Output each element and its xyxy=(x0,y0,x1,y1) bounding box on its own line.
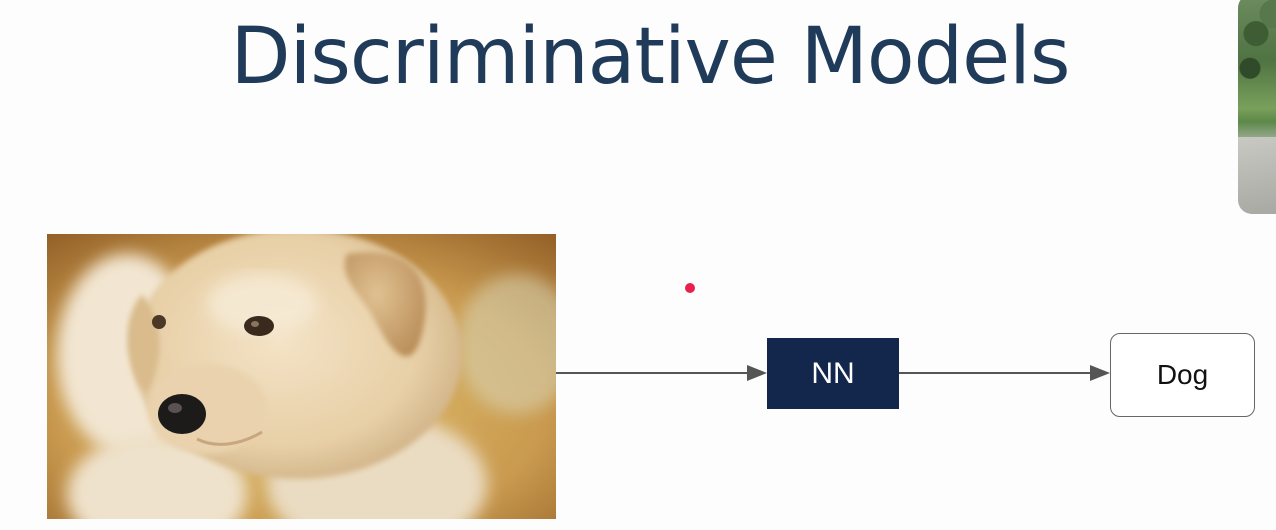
presenter-webcam-feed xyxy=(1238,0,1276,214)
webcam-trees xyxy=(1238,0,1276,93)
neural-network-box: NN xyxy=(767,338,899,409)
slide-title: Discriminative Models xyxy=(230,12,1071,102)
laser-pointer-dot xyxy=(685,283,695,293)
puppy-photo xyxy=(47,234,556,519)
neural-network-label: NN xyxy=(811,356,855,390)
webcam-road xyxy=(1238,137,1276,214)
arrowhead-nn-to-output xyxy=(1090,365,1110,381)
puppy-illustration xyxy=(47,234,556,519)
arrowhead-image-to-nn xyxy=(747,365,767,381)
output-class-label: Dog xyxy=(1156,359,1209,390)
output-class-box: Dog xyxy=(1110,333,1255,417)
